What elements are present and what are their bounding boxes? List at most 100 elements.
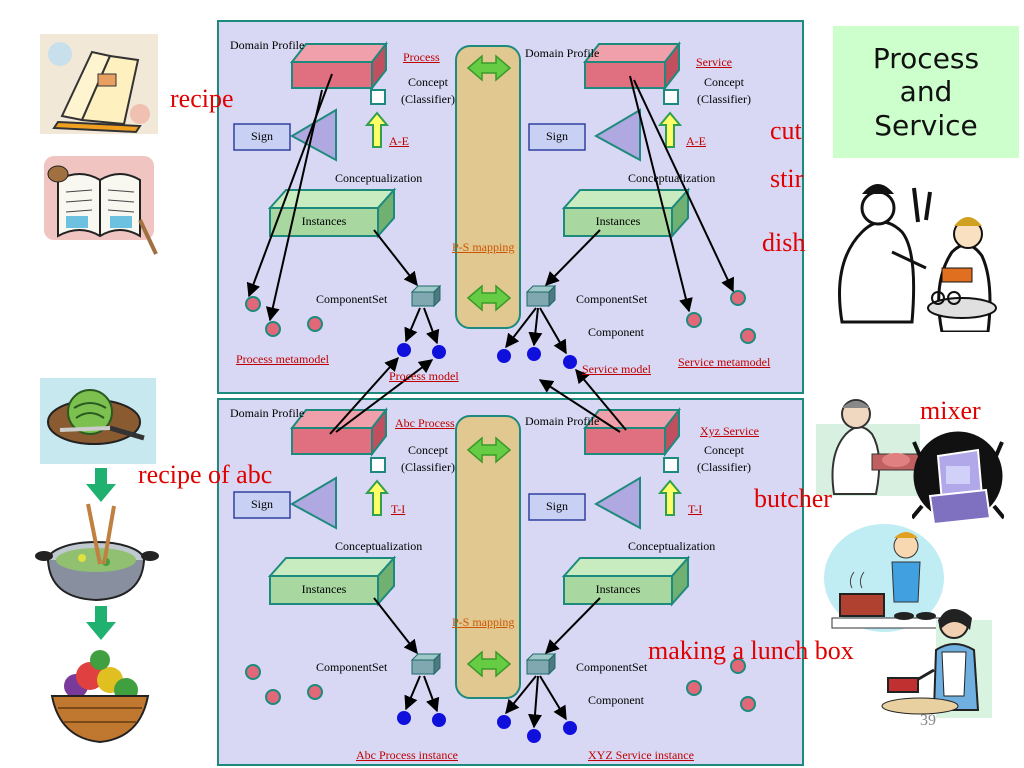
annotation-stir: stir: [770, 164, 804, 193]
ti-link[interactable]: T-I: [688, 502, 703, 516]
open-cookbook-icon: [44, 156, 158, 255]
ae-link[interactable]: A-E: [686, 134, 706, 148]
ti-link[interactable]: T-I: [391, 502, 406, 516]
title-line-3: Service: [874, 108, 978, 142]
concept-square: [370, 457, 386, 473]
conceptualization-label: Conceptualization: [335, 171, 423, 185]
sign-scroll: [528, 493, 586, 521]
cross-panel-arrows: [329, 356, 627, 435]
classifier-label: (Classifier): [401, 92, 455, 106]
blue-node: [432, 713, 446, 727]
process-metamodel-link[interactable]: Process metamodel: [236, 352, 329, 366]
lunch-box-woman-icon: [881, 609, 992, 718]
mapping-bar: [455, 415, 521, 699]
component-label: Component: [588, 325, 644, 339]
concept-label: Concept: [408, 443, 448, 457]
cooks-icon: [838, 184, 997, 332]
bottom-section-shapes: [233, 407, 756, 743]
xyz-profile-box: [582, 407, 682, 457]
blue-node: [527, 347, 541, 361]
pink-node: [265, 321, 281, 337]
pink-node: [730, 290, 746, 306]
service-model-link[interactable]: Service model: [582, 362, 651, 376]
sign-scroll: [528, 123, 586, 151]
blue-node: [497, 715, 511, 729]
xyz-service-link[interactable]: Xyz Service: [700, 424, 759, 438]
instances-box-left: [267, 555, 397, 607]
sign-label: Sign: [250, 129, 273, 143]
down-arrow-icon: [86, 468, 116, 502]
concept-square: [370, 89, 386, 105]
annotation-dish: dish: [762, 228, 806, 257]
pink-node: [245, 664, 261, 680]
title-line-2: and: [899, 75, 953, 109]
instances-box-right: [561, 555, 691, 607]
abc-process-instance-link[interactable]: Abc Process instance: [356, 748, 458, 762]
cabbage-knife-icon: [40, 378, 156, 464]
butcher-icon: [816, 399, 920, 496]
top-section-shapes: [233, 41, 756, 369]
mapping-bar: [455, 45, 521, 329]
concept-label: Concept: [704, 75, 744, 89]
conceptualization-label: Conceptualization: [628, 171, 716, 185]
concept-label: Concept: [408, 75, 448, 89]
concept-label: Concept: [704, 443, 744, 457]
componentset-box-right: [525, 284, 557, 308]
slide-title: Process and Service: [833, 26, 1019, 158]
service-profile-box: [582, 41, 682, 91]
annotation-butcher: butcher: [754, 484, 832, 513]
xyz-service-instance-link[interactable]: XYZ Service instance: [588, 748, 694, 762]
conceptualization-label: Conceptualization: [628, 539, 716, 553]
instances-label: Instances: [301, 214, 347, 228]
componentset-box-left: [410, 284, 442, 308]
instances-label: Instances: [595, 214, 641, 228]
component-label: Component: [588, 693, 644, 707]
componentset-label: ComponentSet: [316, 292, 388, 306]
instances-label: Instances: [301, 582, 347, 596]
pink-node: [686, 680, 702, 696]
ps-mapping-link[interactable]: P-S mapping: [452, 240, 515, 254]
abc-profile-box: [289, 407, 389, 457]
annotation-recipe: recipe: [170, 84, 234, 113]
yellow-up-arrow: [366, 480, 388, 516]
annotation-mixer: mixer: [920, 396, 981, 425]
concept-square: [663, 457, 679, 473]
annotation-recipe-of-abc: recipe of abc: [138, 460, 273, 489]
pink-node: [740, 696, 756, 712]
componentset-box-left: [410, 652, 442, 676]
blue-node: [432, 345, 446, 359]
ps-mapping-link[interactable]: P-S mapping: [452, 615, 515, 629]
abc-process-link[interactable]: Abc Process: [395, 416, 455, 430]
componentset-label: ComponentSet: [576, 292, 648, 306]
blue-node: [563, 355, 577, 369]
componentset-box-right: [525, 652, 557, 676]
process-link[interactable]: Process: [403, 50, 440, 64]
pink-node: [245, 296, 261, 312]
componentset-label: ComponentSet: [576, 660, 648, 674]
blue-node: [497, 349, 511, 363]
conceptualization-label: Conceptualization: [335, 539, 423, 553]
service-link[interactable]: Service: [696, 55, 732, 69]
instances-box-right: [561, 187, 691, 239]
sign-triangle: [593, 108, 641, 162]
domain-profile-label: Domain Profile: [230, 406, 305, 420]
classifier-label: (Classifier): [697, 460, 751, 474]
process-profile-box: [289, 41, 389, 91]
sign-label: Sign: [250, 497, 273, 511]
service-metamodel-link[interactable]: Service metamodel: [678, 355, 771, 369]
fruit-basket-icon: [50, 650, 150, 744]
cooking-boy-icon: [824, 524, 944, 632]
process-model-link[interactable]: Process model: [389, 369, 459, 383]
annotation-cut: cut: [770, 116, 802, 145]
domain-profile-label: Domain Profile: [230, 38, 305, 52]
instances-box-left: [267, 187, 397, 239]
pink-node: [740, 328, 756, 344]
componentset-label: ComponentSet: [316, 660, 388, 674]
annotation-lunch-box: making a lunch box: [648, 636, 854, 665]
instances-label: Instances: [595, 582, 641, 596]
ae-link[interactable]: A-E: [389, 134, 409, 148]
blue-node: [527, 729, 541, 743]
sign-triangle: [593, 476, 641, 530]
classifier-label: (Classifier): [401, 460, 455, 474]
